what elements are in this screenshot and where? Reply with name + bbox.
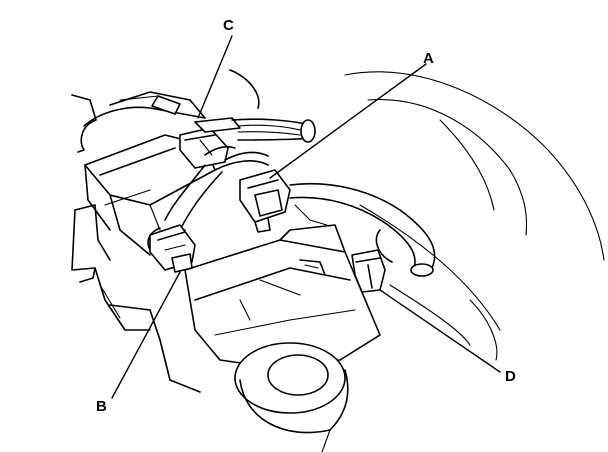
switch-housing [71,134,381,452]
leader-b [111,271,181,399]
leader-c [197,35,233,119]
leader-d [379,289,501,373]
dashboard-outline [229,69,605,361]
wire-harness [147,118,316,253]
leader-a [269,63,427,179]
mounting-bracket [71,91,206,153]
connector-c [179,117,241,169]
connector-b [149,224,196,273]
callout-c: C [223,17,234,34]
callout-b: B [96,398,107,415]
main-cable [289,182,436,277]
callout-a: A [423,50,434,67]
connector-a [239,169,291,233]
leader-lines [111,35,501,399]
callout-d: D [505,368,516,385]
